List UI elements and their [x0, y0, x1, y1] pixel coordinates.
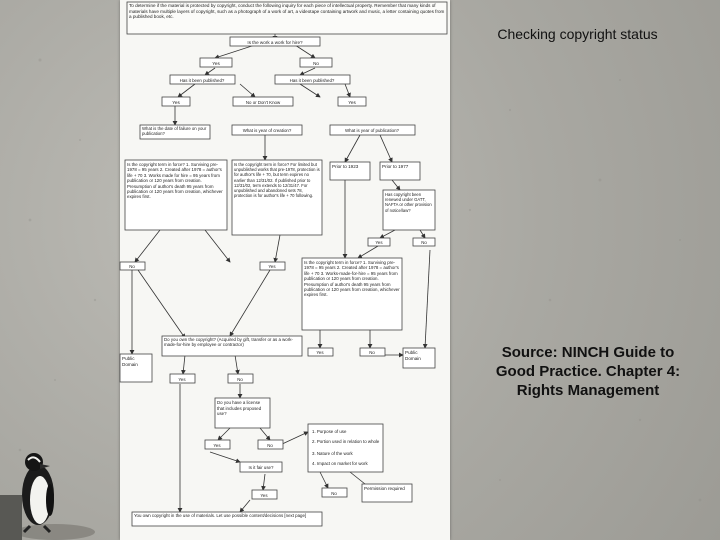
node-year-of-publication [329, 124, 416, 136]
yes-label-8: Yes [213, 443, 221, 448]
node-no-5 [119, 261, 146, 271]
node-yes-6 [307, 347, 334, 357]
node-works-for-hire [229, 36, 321, 47]
node-been-published-right [274, 74, 351, 85]
node-no-dont-know [232, 96, 294, 107]
yes-label-4: Yes [375, 240, 383, 245]
been-published-label-right: Has it been published? [290, 78, 335, 83]
penguin-shadow [15, 524, 95, 540]
node-yes-3 [337, 96, 367, 107]
public-domain-right-text: Public Domain [405, 350, 421, 361]
fair-use-label: Is it fair use? [249, 465, 274, 470]
yes-label-5: Yes [268, 264, 276, 269]
permission-text: Permission required [364, 486, 405, 491]
fair-use-factor-4: 4. Impact on market for work [312, 461, 368, 466]
source-line-3: Rights Management [516, 382, 660, 399]
penguin-head [25, 453, 43, 471]
no-label-9: No [331, 491, 337, 496]
node-prior-1923 [329, 161, 371, 181]
node-term-left [124, 159, 228, 231]
yes-label-6: Yes [316, 350, 324, 355]
node-no-9 [321, 487, 348, 498]
fair-use-factor-2: 2. Portion used in relation to whole [312, 439, 380, 444]
yes-label-1: Yes [212, 61, 220, 66]
penguin-photo [0, 453, 95, 540]
node-permission [361, 483, 413, 503]
prior-1977-text: Prior to 1977 [382, 164, 409, 169]
fair-use-factor-1: 1. Purpose of use [312, 429, 347, 434]
license-text: Do you have a license that includes prop… [217, 400, 262, 417]
penguin-belly [30, 476, 50, 524]
node-license [214, 397, 271, 429]
year-of-publication-label: What is year of publication? [345, 128, 399, 133]
node-yes-9 [251, 489, 278, 500]
notice-text: Has copyright been renewed under GATT, N… [385, 192, 432, 213]
term-right-text: Is the copyright term in force? 1. Survi… [304, 260, 400, 298]
no-label-8: No [267, 443, 273, 448]
node-no-4 [412, 237, 436, 247]
term-mid-text: Is the copyright term in force? For limi… [234, 162, 320, 199]
node-final-note [131, 511, 323, 527]
node-no-1 [299, 57, 333, 68]
node-yes-2 [161, 96, 191, 107]
no-label-5: No [129, 264, 135, 269]
node-public-domain-right [402, 347, 436, 369]
node-notice [382, 189, 436, 231]
intro-box [126, 1, 448, 35]
fair-use-factor-3: 3. Nature of the work [312, 451, 354, 456]
prior-1923-text: Prior to 1923 [332, 164, 359, 169]
node-date-of-creation [139, 124, 211, 140]
source-line-2: Good Practice. Chapter 4: [495, 363, 681, 380]
node-yes-5 [259, 261, 286, 271]
flow-arrows [129, 34, 431, 513]
no-label-7: No [237, 377, 243, 382]
node-fair-use [239, 461, 283, 473]
rock [0, 495, 22, 540]
no-label-4: No [421, 240, 427, 245]
year-of-creation-label: What is year of creation? [243, 128, 292, 133]
yes-label-2: Yes [172, 100, 180, 105]
node-yes-7 [169, 373, 196, 384]
flow-nodes [119, 1, 448, 527]
node-fair-use-factors [307, 423, 384, 473]
node-yes-4 [367, 237, 391, 247]
node-no-7 [227, 373, 254, 384]
source-citation: Source: NINCH Guide to Good Practice. Ch… [458, 343, 718, 400]
node-own-copyright [161, 335, 303, 357]
slide-title: Checking copyright status [497, 26, 658, 42]
node-been-published-left [169, 74, 236, 85]
been-published-label-left: Has it been published? [180, 78, 225, 83]
node-no-6 [359, 347, 386, 357]
node-yes-1 [199, 57, 233, 68]
works-for-hire-label: Is the work a work for hire? [247, 40, 303, 45]
node-yes-8 [204, 439, 231, 450]
node-term-mid [231, 159, 323, 236]
node-year-of-creation [231, 124, 303, 136]
date-of-creation-text: What is the date of failure on your publ… [142, 126, 207, 137]
own-copyright-text: Do you own the copyright? (Acquired by g… [164, 337, 293, 348]
final-note-text: You own copyright in the use of material… [134, 513, 307, 518]
yes-label-7: Yes [178, 377, 186, 382]
node-no-8 [257, 439, 284, 450]
yes-label-9: Yes [260, 493, 268, 498]
no-dont-know-label: No or Don't Know [246, 100, 281, 105]
node-prior-1977 [379, 161, 421, 181]
intro-text: To determine if the material is protecte… [129, 3, 445, 20]
yes-label-3: Yes [348, 100, 356, 105]
no-label-6: No [369, 350, 375, 355]
node-public-domain-left [119, 353, 153, 383]
public-domain-left-text: Public Domain [122, 356, 138, 367]
term-left-text: Is the copyright term in force? 1. Survi… [127, 162, 223, 200]
source-line-1: Source: NINCH Guide to [501, 344, 675, 361]
no-label-1: No [313, 61, 319, 66]
node-term-right [301, 257, 403, 331]
